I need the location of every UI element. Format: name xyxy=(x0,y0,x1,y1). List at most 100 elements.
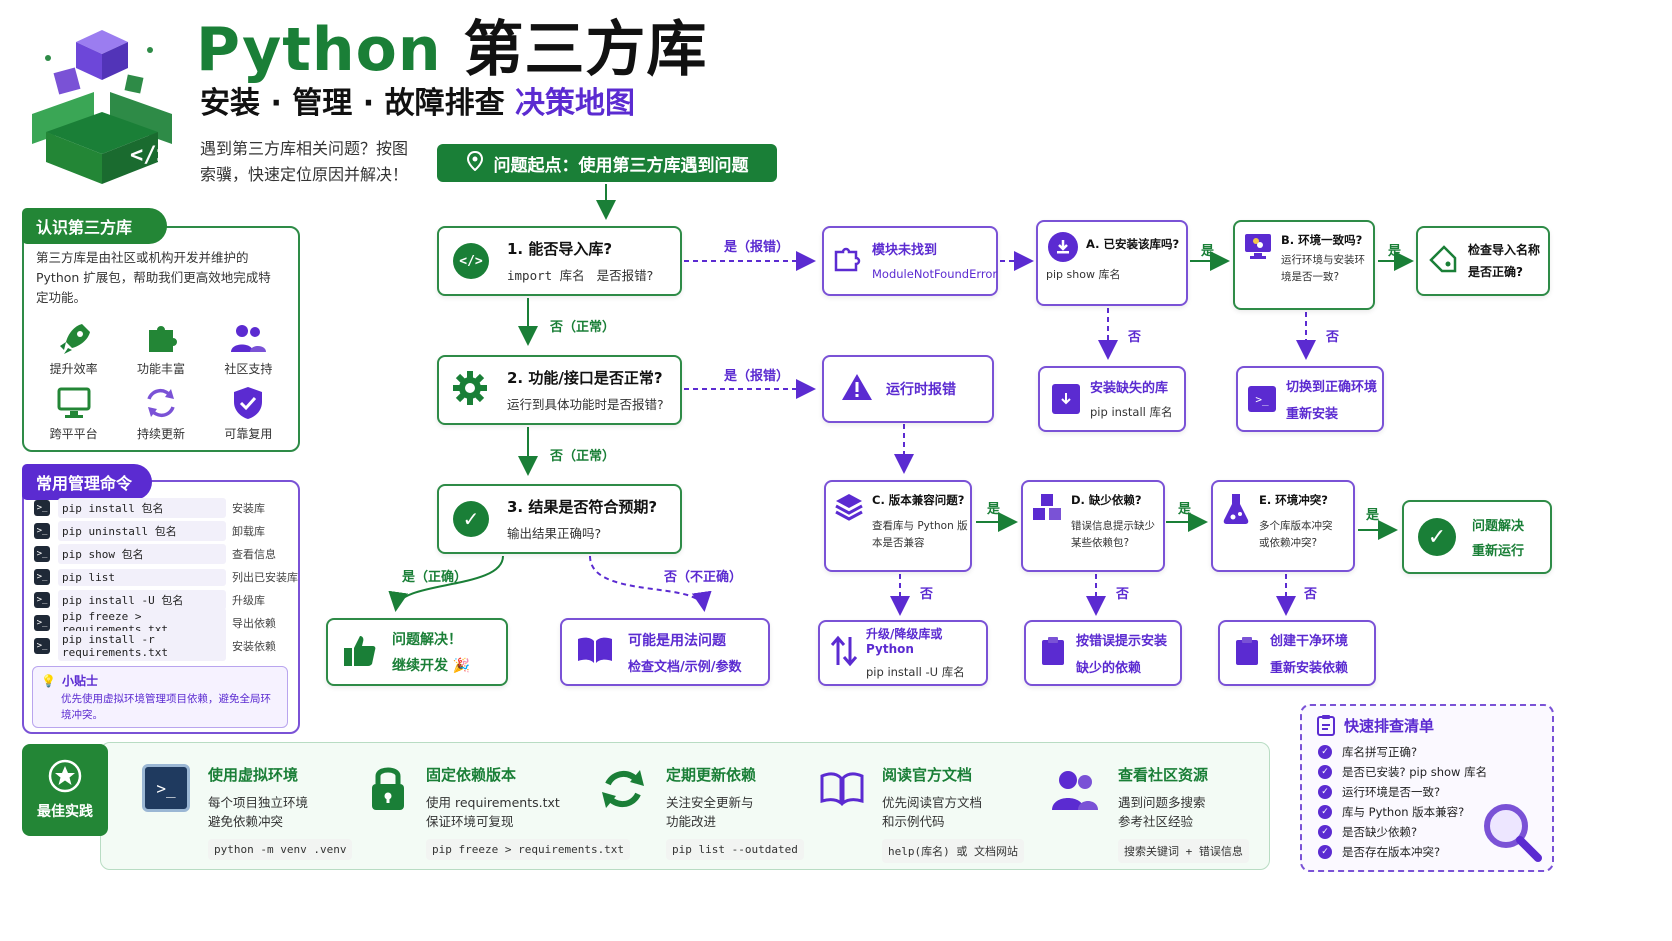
question-1: </> 1. 能否导入库? import 库名 是否报错? xyxy=(437,226,682,296)
check-icon: ✓ xyxy=(1318,825,1332,839)
terminal-icon: >_ xyxy=(34,638,50,654)
best-title: 定期更新依赖 xyxy=(666,766,757,784)
best-title: 查看社区资源 xyxy=(1118,766,1209,784)
best-item-pin: 固定依赖版本 使用 requirements.txt 保证环境可复现 pip f… xyxy=(370,764,631,860)
check-icon: ✓ xyxy=(1318,805,1332,819)
command-row: >_pip show 包名查看信息 xyxy=(34,543,298,565)
refresh-icon xyxy=(147,388,175,418)
command-text: pip show 包名 xyxy=(58,544,226,564)
result-solved: 问题解决！ 继续开发 🎉 xyxy=(326,618,508,686)
a-sub: pip show 库名 xyxy=(1046,268,1121,281)
clipboard-icon xyxy=(1040,636,1066,670)
edge-label-no-e: 否 xyxy=(1304,587,1318,602)
terminal-window-icon: >_ xyxy=(142,764,190,812)
book-icon xyxy=(576,635,614,669)
command-desc: 安装库 xyxy=(232,502,265,515)
edge-label-yes-b: 是 xyxy=(1388,244,1402,259)
shield-check-icon xyxy=(234,387,263,419)
result-usage: 可能是用法问题 检查文档/示例/参数 xyxy=(560,618,770,686)
checklist-item-text: 运行环境是否一致? xyxy=(1342,785,1441,799)
checklist-header: 快速排查清单 xyxy=(1316,714,1434,736)
gear-icon xyxy=(451,369,489,411)
puzzle-outline-icon xyxy=(832,244,862,278)
magnifier-icon xyxy=(1480,800,1542,866)
check-icon: ✓ xyxy=(1318,765,1332,779)
checklist-item-text: 是否存在版本冲突? xyxy=(1342,845,1441,859)
edge-label-no-b: 否 xyxy=(1326,330,1340,345)
users-icon xyxy=(231,325,267,352)
feature-label: 跨平平台 xyxy=(49,427,98,441)
edge-label-yes-d: 是 xyxy=(1178,502,1192,517)
feature-updates: 持续更新 xyxy=(126,385,196,442)
command-text: pip install -U 包名 xyxy=(58,590,226,610)
best-code: pip freeze > requirements.txt xyxy=(426,839,631,860)
usage-title: 可能是用法问题 xyxy=(628,632,726,649)
title-cn: 第三方库 xyxy=(463,15,708,85)
feature-reusable: 可靠复用 xyxy=(213,385,283,442)
checklist-items: ✓库名拼写正确? ✓是否已安装? pip show 库名 ✓运行环境是否一致? … xyxy=(1318,742,1487,862)
command-desc: 安装依赖 xyxy=(232,640,276,653)
best-sub: 关注安全更新与 功能改进 xyxy=(666,795,754,829)
commands-tag: 常用管理命令 xyxy=(22,464,152,500)
mnf-sub: ModuleNotFoundError xyxy=(872,267,998,281)
clean-title: 创建干净环境 xyxy=(1270,634,1349,649)
command-text: pip uninstall 包名 xyxy=(58,521,226,541)
best-code: help(库名) 或 文档网站 xyxy=(882,839,1024,863)
best-sub: 优先阅读官方文档 和示例代码 xyxy=(882,795,983,829)
install-sub: pip install 库名 xyxy=(1090,405,1173,419)
subtitle-accent: 决策地图 xyxy=(515,86,636,121)
checklist-item: ✓ 是否存在版本冲突? xyxy=(1318,842,1487,862)
edge-label-yes-right: 是（正确） xyxy=(402,570,468,585)
q1-code: import 库名 xyxy=(507,268,585,283)
thumbs-up-icon xyxy=(342,632,378,672)
upgrade-title: 升级/降级库或 Python xyxy=(866,627,943,656)
lock-icon xyxy=(370,764,406,860)
checklist-item-text: 库与 Python 版本兼容? xyxy=(1342,805,1465,819)
check-icon: ✓ xyxy=(1318,785,1332,799)
layers-icon xyxy=(834,492,864,526)
best-code: pip list --outdated xyxy=(666,839,804,860)
checklist-item: ✓ 运行环境是否一致? xyxy=(1318,782,1487,802)
runtime-title: 运行时报错 xyxy=(886,382,956,398)
feature-label: 功能丰富 xyxy=(136,362,185,376)
check-d-deps: D. 缺少依赖? 错误信息提示缺少某些依赖包? xyxy=(1021,480,1165,572)
mnf-title: 模块未找到 xyxy=(872,243,938,258)
clipboard-list-icon xyxy=(1317,715,1335,736)
edge-label-no-wrong: 否（不正确） xyxy=(664,570,743,585)
community-icon xyxy=(1050,768,1100,863)
action-clean-env: 创建干净环境 重新安装依赖 xyxy=(1218,620,1376,686)
check-circle-icon: ✓ xyxy=(453,501,489,537)
python-monitor-icon xyxy=(1243,232,1273,264)
page-title: Python 第三方库 xyxy=(196,18,707,82)
commands-list: >_pip install 包名安装库 >_pip uninstall 包名卸载… xyxy=(34,497,298,661)
feature-label: 可靠复用 xyxy=(224,427,273,441)
checklist-title: 快速排查清单 xyxy=(1344,716,1435,735)
c-sub: 查看库与 Python 版本是否兼容 xyxy=(872,520,968,549)
check-icon: ✓ xyxy=(1318,845,1332,859)
clean-sub: 重新安装依赖 xyxy=(1270,661,1349,676)
q3-sub: 输出结果正确吗? xyxy=(507,526,602,541)
check-import-name: 检查导入名称是否正确? xyxy=(1416,226,1550,296)
question-2: 2. 功能/接口是否正常? 运行到具体功能时是否报错? xyxy=(437,355,682,425)
best-title: 阅读官方文档 xyxy=(882,766,973,784)
monitor-icon xyxy=(57,387,91,418)
command-desc: 卸载库 xyxy=(232,525,265,538)
feature-label: 持续更新 xyxy=(136,427,185,441)
about-tag: 认识第三方库 xyxy=(22,208,167,244)
tip-title: 小贴士 xyxy=(61,674,98,688)
clipboard-icon xyxy=(1234,636,1260,670)
feature-label: 社区支持 xyxy=(224,362,273,376)
lightbulb-icon: 💡 xyxy=(41,673,56,688)
checklist-item-text: 是否已安装? pip show 库名 xyxy=(1342,765,1488,779)
about-desc: 第三方库是由社区或机构开发并维护的 Python 扩展包，帮助我们更高效地完成特… xyxy=(36,250,271,305)
command-desc: 升级库 xyxy=(232,594,265,607)
a-title: A. 已安装该库吗? xyxy=(1086,237,1180,251)
page-subtitle: 安装 · 管理 · 故障排查 决策地图 xyxy=(200,86,635,122)
warning-icon xyxy=(840,372,874,406)
puzzle-icon xyxy=(148,326,177,352)
resolved-title: 问题解决 xyxy=(1472,519,1525,534)
install-title: 安装缺失的库 xyxy=(1090,381,1169,396)
flow-start: 问题起点：使用第三方库遇到问题 xyxy=(437,144,777,182)
